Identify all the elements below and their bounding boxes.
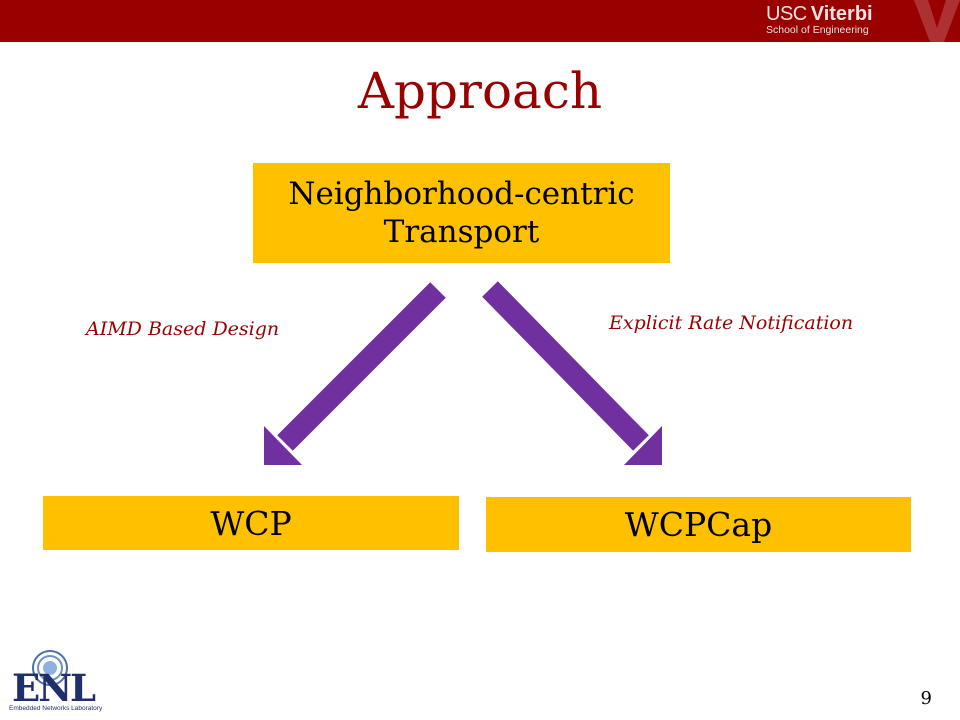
arrow-right	[482, 281, 662, 465]
page-number: 9	[920, 688, 932, 709]
enl-logo-subtitle: Embedded Networks Laboratory	[9, 705, 103, 712]
right-box-text: WCPCap	[624, 505, 773, 544]
brand-school: School of Engineering	[766, 24, 869, 36]
enl-logo-text: ENL	[12, 666, 96, 710]
enl-logo-icon	[32, 650, 68, 686]
left-edge-label: AIMD Based Design	[86, 318, 280, 340]
arrow-left	[264, 282, 446, 465]
viterbi-v-logo-icon	[914, 0, 960, 42]
slide-title: Approach	[357, 62, 603, 120]
left-box: WCP	[43, 496, 459, 550]
brand-usc: USC	[766, 3, 807, 25]
right-edge-label: Explicit Rate Notification	[609, 312, 854, 334]
right-box: WCPCap	[486, 497, 911, 552]
brand-viterbi: Viterbi	[810, 3, 873, 25]
root-box: Neighborhood-centric Transport	[253, 163, 670, 263]
left-box-text: WCP	[210, 503, 292, 543]
root-box-text: Neighborhood-centric Transport	[288, 176, 635, 250]
enl-logo: ENL Embedded Networks Laboratory	[4, 648, 102, 714]
